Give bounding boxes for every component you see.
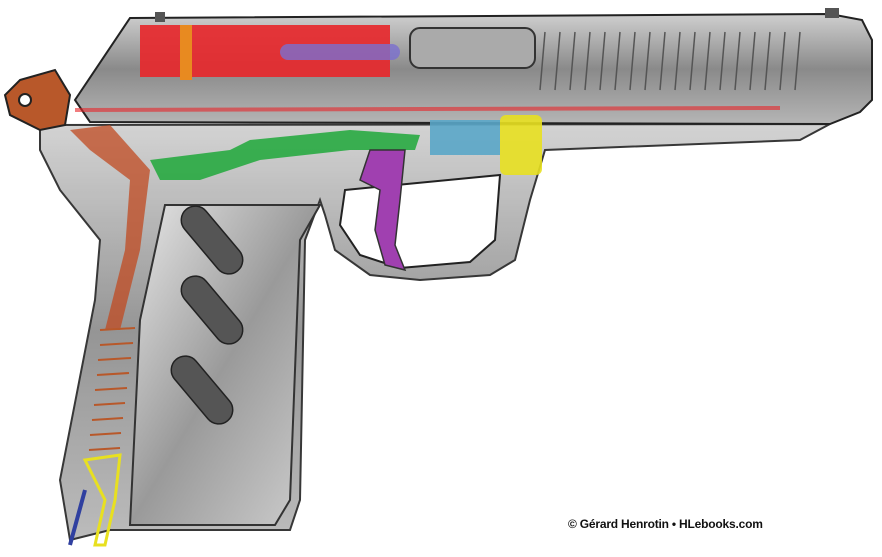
takedown-latch bbox=[500, 115, 542, 175]
slide-serrations bbox=[539, 31, 801, 91]
magazine-catch bbox=[82, 453, 122, 547]
lanyard-loop bbox=[68, 489, 87, 546]
front-sight bbox=[825, 8, 839, 18]
trigger bbox=[359, 149, 407, 272]
trigger-guard-opening bbox=[338, 173, 502, 270]
hammer bbox=[3, 68, 72, 132]
ejection-port bbox=[409, 27, 536, 69]
slide-rail bbox=[74, 106, 781, 112]
grip-slots bbox=[170, 205, 244, 425]
disconnector-block bbox=[430, 120, 500, 155]
grip-panel bbox=[128, 204, 322, 526]
recoil-rod bbox=[280, 44, 400, 60]
rear-sight bbox=[155, 12, 165, 22]
firing-pin bbox=[180, 25, 192, 80]
hammer-strut bbox=[70, 125, 150, 330]
hammer-pin bbox=[18, 93, 32, 107]
mainspring bbox=[88, 327, 136, 451]
copyright-credit: © Gérard Henrotin • HLebooks.com bbox=[568, 517, 763, 531]
trigger-bar bbox=[150, 130, 420, 180]
